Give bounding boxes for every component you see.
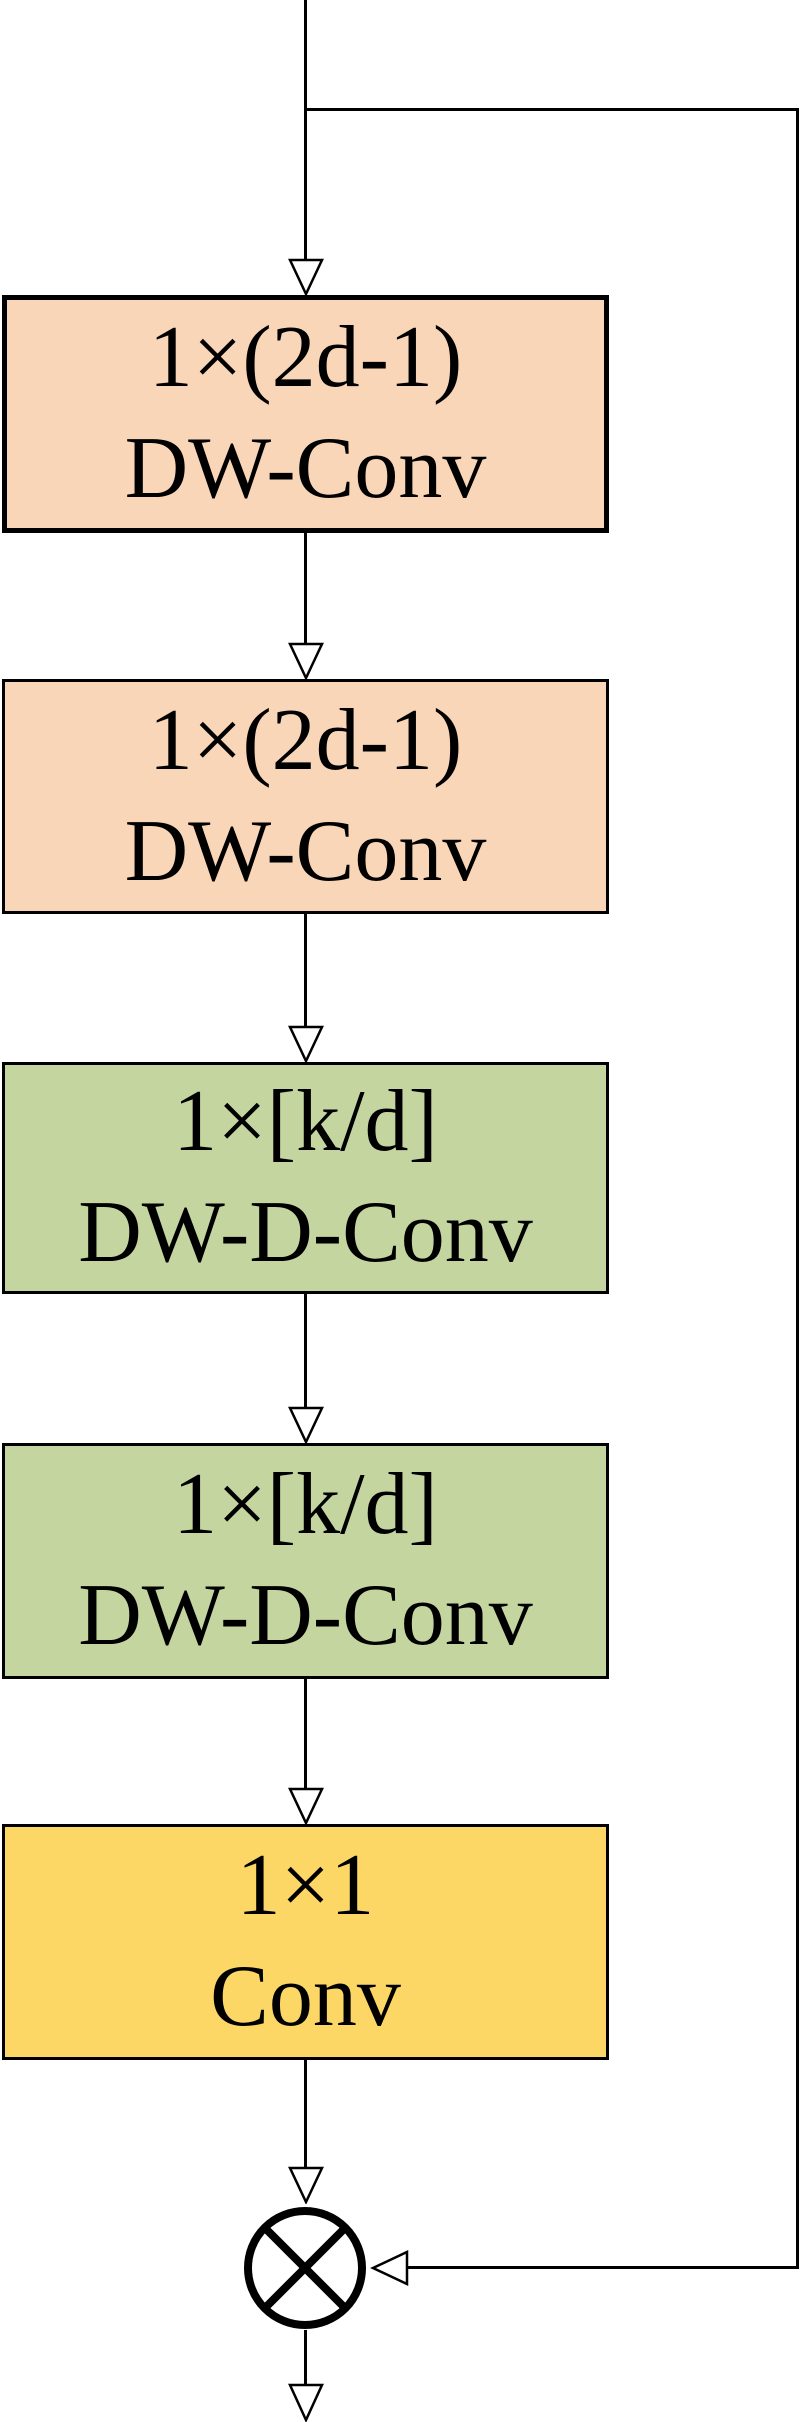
arrowhead-down-icon [288, 1787, 324, 1825]
input-line [304, 0, 307, 260]
arrowhead-down-icon [288, 1025, 324, 1063]
arrowhead-down-icon [288, 1406, 324, 1444]
node-label-line1: 1×[k/d] [173, 1456, 438, 1554]
arrowhead-down-icon [288, 642, 324, 680]
node-dw-d-conv-2: 1×[k/d] DW-D-Conv [2, 1443, 609, 1679]
skip-line-right [796, 108, 799, 2269]
node-label-line2: DW-Conv [124, 802, 487, 900]
node-label-line2: DW-Conv [124, 420, 487, 517]
arrowhead-down-icon [288, 2383, 324, 2422]
node-dw-d-conv-1: 1×[k/d] DW-D-Conv [2, 1062, 609, 1294]
connector-line-2 [304, 914, 307, 1028]
connector-line-1 [304, 533, 307, 645]
node-label-line2: Conv [210, 1948, 401, 2045]
skip-line-top [304, 108, 799, 111]
connector-line-5 [304, 2060, 307, 2170]
node-label-line1: 1×[k/d] [173, 1073, 438, 1171]
node-conv-1x1: 1×1 Conv [2, 1824, 609, 2060]
node-label-line1: 1×(2d-1) [148, 691, 463, 789]
arrowhead-left-icon [370, 2250, 409, 2286]
node-label-line1: 1×1 [236, 1837, 375, 1935]
arrowhead-down-icon [288, 2166, 324, 2204]
arrowhead-down-icon [288, 258, 324, 296]
node-dw-conv-1: 1×(2d-1) DW-Conv [2, 295, 609, 533]
node-label-line1: 1×(2d-1) [148, 309, 463, 407]
output-line [304, 2330, 307, 2388]
node-dw-conv-2: 1×(2d-1) DW-Conv [2, 679, 609, 914]
node-label-line2: DW-D-Conv [78, 1184, 533, 1281]
skip-line-bottom [404, 2266, 799, 2269]
connector-line-4 [304, 1679, 307, 1790]
node-label-line2: DW-D-Conv [78, 1567, 533, 1664]
connector-line-3 [304, 1294, 307, 1409]
multiply-icon [244, 2207, 366, 2329]
